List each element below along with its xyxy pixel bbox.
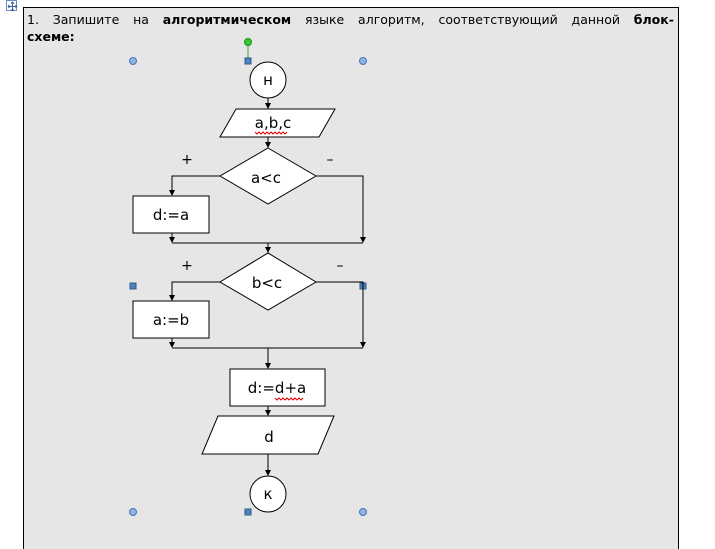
spellcheck-underline xyxy=(274,397,304,401)
assign-block-1[interactable] xyxy=(132,195,210,234)
task-word: алгоритм, xyxy=(358,12,425,27)
table-move-handle[interactable] xyxy=(6,0,18,12)
task-line-2: схеме: xyxy=(27,29,75,44)
output-label: d xyxy=(264,428,274,446)
end-terminal[interactable] xyxy=(249,475,287,513)
condition-1-yes-sign: + xyxy=(181,152,193,168)
spellcheck-underline xyxy=(254,131,288,135)
connector-no xyxy=(316,281,366,348)
resize-handle-top-right[interactable] xyxy=(359,57,367,65)
task-word: данной xyxy=(571,12,620,27)
task-word: 1. xyxy=(27,12,39,27)
table-cell[interactable] xyxy=(23,7,679,549)
task-word-bold: алгоритмическом xyxy=(162,12,292,27)
connector-yes xyxy=(169,175,220,196)
rotation-handle[interactable] xyxy=(244,38,252,46)
resize-handle-left[interactable] xyxy=(129,282,137,290)
assign-1-label: d:=a xyxy=(153,206,189,224)
condition-1-no-sign: – xyxy=(327,152,334,168)
resize-handle-top-left[interactable] xyxy=(129,57,137,65)
condition-2[interactable] xyxy=(219,252,317,311)
task-word: языке xyxy=(304,12,345,27)
resize-handle-bottom-right[interactable] xyxy=(359,508,367,516)
task-word-bold: блок- xyxy=(633,12,674,27)
input-label: a,b,c xyxy=(255,114,292,132)
resize-handle-bottom[interactable] xyxy=(244,508,252,516)
condition-2-no-sign: – xyxy=(337,258,344,274)
condition-2-yes-sign: + xyxy=(181,258,193,274)
resize-handle-bottom-left[interactable] xyxy=(129,508,137,516)
assign-block-2[interactable] xyxy=(132,300,210,339)
task-text: 1. Запишите на алгоритмическом языке алг… xyxy=(27,11,674,45)
input-block[interactable] xyxy=(219,108,336,138)
task-word: Запишите xyxy=(52,12,120,27)
condition-1-label: a<c xyxy=(251,169,281,187)
end-label: к xyxy=(263,485,272,503)
condition-2-label: b<c xyxy=(252,274,282,292)
condition-1[interactable] xyxy=(219,147,317,205)
output-block[interactable] xyxy=(201,415,335,455)
connector-yes xyxy=(169,281,220,301)
resize-handle-top[interactable] xyxy=(244,57,252,65)
assign-3-label: d:=d+a xyxy=(248,379,306,397)
assign-2-label: a:=b xyxy=(153,311,189,329)
connector-no xyxy=(316,175,366,243)
start-label: н xyxy=(263,71,273,89)
task-line-1: 1. Запишите на алгоритмическом языке алг… xyxy=(27,11,674,28)
task-word: соответствующий xyxy=(438,12,558,27)
task-word: на xyxy=(133,12,149,27)
